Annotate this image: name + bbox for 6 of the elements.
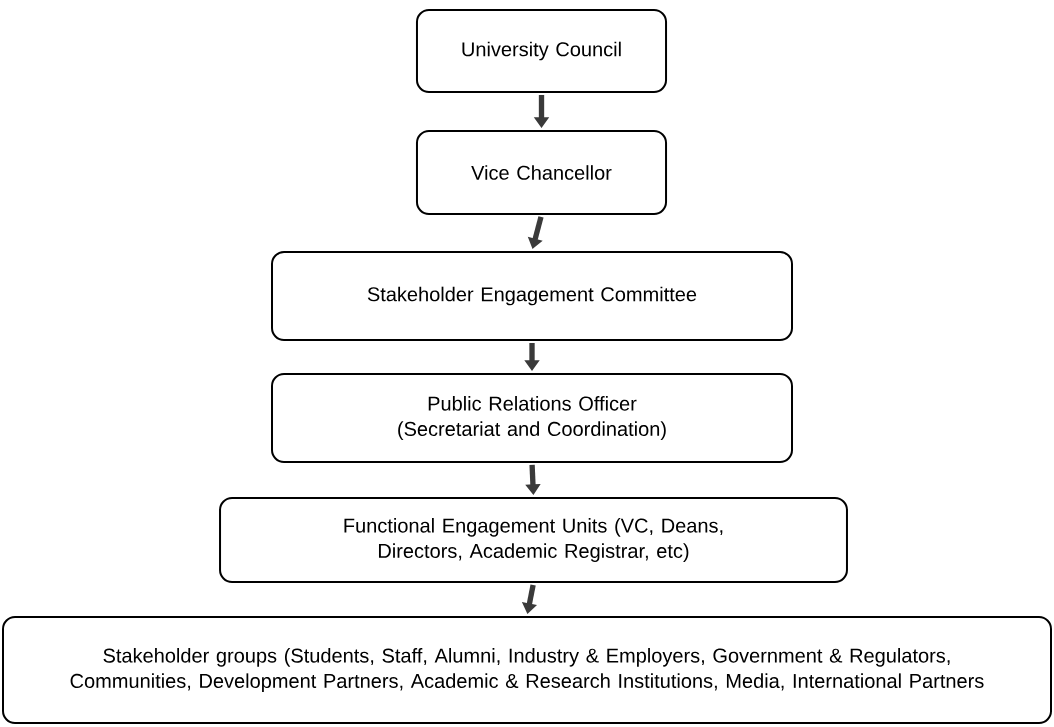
process-box: Stakeholder groups (Students, Staff, Alumni, Industry & Employers, Government & Regulators, Communities, Development Partners, Academic & Research Institutions, Media, International Partners [2, 616, 1052, 724]
process-box: Functional Engagement Units (VC, Deans, Directors, Academic Registrar, etc) [219, 497, 848, 583]
process-box: University Council [415, 9, 668, 93]
process-box: Vice Chancellor [415, 130, 668, 215]
process-box: Stakeholder Engagement Committee [271, 251, 793, 341]
process-box: Public Relations Officer (Secretariat and Coordination) [271, 373, 793, 463]
